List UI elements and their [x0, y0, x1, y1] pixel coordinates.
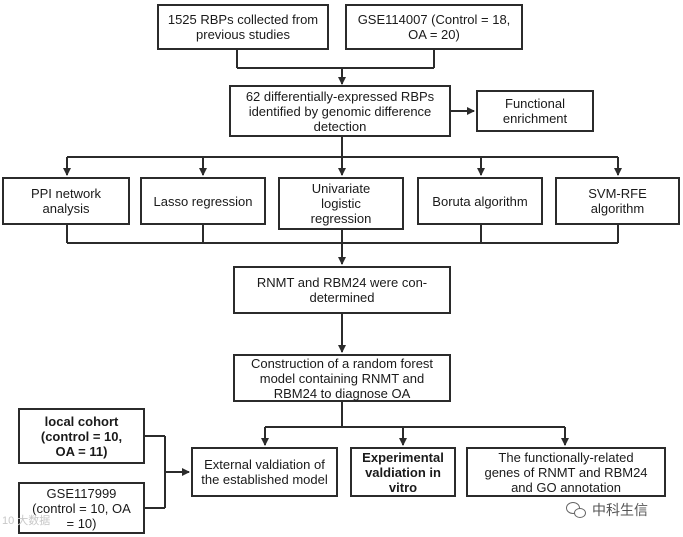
functional-enrichment-box: Functional enrichment: [476, 90, 594, 132]
method-box-lasso: Lasso regression: [140, 177, 266, 225]
experimental-validation-box: Experimental valdiation in vitro: [350, 447, 456, 497]
method-box-svm: SVM-RFE algorithm: [555, 177, 680, 225]
wechat-icon: [566, 502, 588, 518]
local-cohort-box: local cohort (control = 10, OA = 11): [18, 408, 145, 464]
deg-box: 62 differentially-expressed RBPs identif…: [229, 85, 451, 137]
method-box-boruta: Boruta algorithm: [417, 177, 543, 225]
watermark-right-label: 中科生信: [592, 502, 648, 518]
source-box-rbps: 1525 RBPs collected from previous studie…: [157, 4, 329, 50]
method-box-ppi: PPI network analysis: [2, 177, 130, 225]
source-box-gse114007: GSE114007 (Control = 18, OA = 20): [345, 4, 523, 50]
gse117999-box: GSE117999 (control = 10, OA = 10): [18, 482, 145, 534]
model-box: Construction of a random forest model co…: [233, 354, 451, 402]
watermark-right: 中科生信: [566, 500, 648, 520]
codetermined-box: RNMT and RBM24 were con- determined: [233, 266, 451, 314]
external-validation-box: External valdiation of the established m…: [191, 447, 338, 497]
functional-genes-box: The functionally-related genes of RNMT a…: [466, 447, 666, 497]
watermark-left: 10 大数据: [2, 515, 51, 527]
method-box-logistic: Univariate logistic regression: [278, 177, 404, 230]
